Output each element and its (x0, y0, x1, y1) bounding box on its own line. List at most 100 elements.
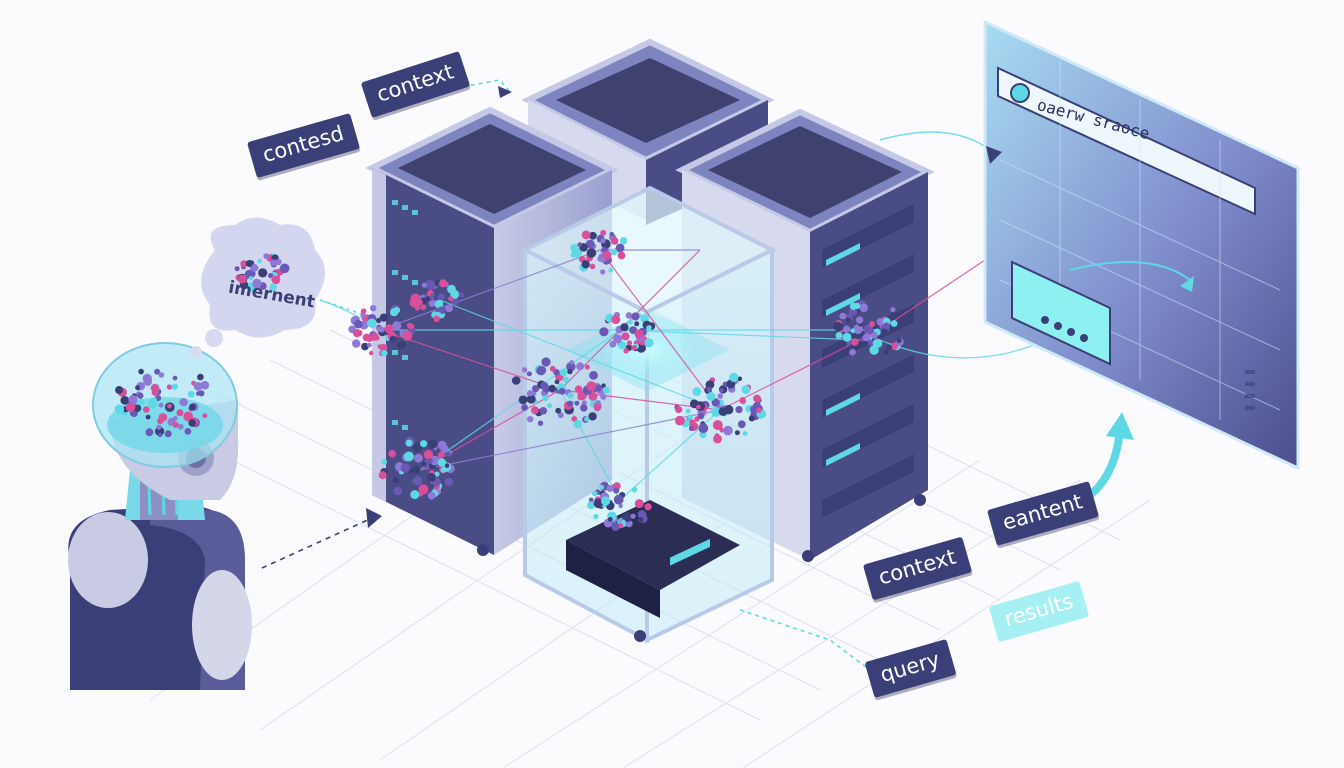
embedding-node (713, 434, 722, 444)
embedding-node (554, 379, 560, 385)
embedding-node (600, 269, 606, 275)
embedding-node (526, 390, 534, 397)
embedding-node (637, 517, 644, 523)
embedding-node (696, 404, 701, 410)
embedding-node (890, 311, 897, 319)
embedding-node (584, 364, 590, 370)
embedding-node (886, 344, 892, 351)
embedding-node (849, 302, 858, 310)
embedding-node (613, 334, 623, 344)
embedding-node (555, 407, 562, 414)
embedding-node (688, 426, 694, 431)
embedding-node (147, 398, 158, 409)
embedding-node (609, 340, 617, 348)
embedding-node (748, 415, 755, 422)
embedding-node (135, 385, 141, 391)
embedding-node (756, 407, 762, 413)
embedding-node (245, 260, 253, 267)
embedding-node (602, 386, 611, 394)
embedding-node (437, 440, 447, 450)
embedding-node (176, 409, 184, 417)
embedding-node (263, 253, 269, 259)
embedding-node (521, 404, 528, 411)
embedding-node (698, 423, 709, 434)
embedding-node (589, 231, 597, 240)
embedding-node (870, 331, 878, 339)
embedding-node (370, 305, 377, 312)
arrow-icon (1079, 412, 1134, 504)
embedding-node (675, 406, 683, 414)
embedding-node (352, 339, 361, 348)
embedding-node (610, 248, 618, 256)
embedding-node (451, 298, 459, 306)
embedding-node (584, 416, 590, 422)
embedding-cluster (234, 253, 290, 292)
embedding-node (138, 368, 144, 375)
embedding-node (187, 390, 195, 398)
embedding-node (729, 372, 739, 382)
embedding-node (133, 404, 142, 412)
embedding-node (542, 384, 551, 393)
embedding-node (413, 476, 423, 486)
embedding-node (869, 345, 879, 355)
embedding-node (876, 318, 885, 326)
embedding-node (549, 365, 556, 372)
embedding-node (542, 395, 549, 402)
vector-index-cube (520, 185, 777, 644)
embedding-node (420, 440, 428, 448)
embedding-node (687, 414, 693, 420)
embedding-node (137, 392, 144, 399)
embedding-node (428, 458, 433, 464)
embedding-node (269, 283, 278, 292)
embedding-node (247, 282, 253, 288)
embedding-node (271, 275, 281, 285)
embedding-node (611, 522, 620, 531)
embedding-node (448, 296, 454, 302)
embedding-node (621, 332, 630, 341)
embedding-node (125, 402, 136, 412)
embedding-cluster (409, 279, 464, 323)
embedding-node (114, 404, 125, 414)
embedding-node (381, 458, 388, 465)
embedding-node (587, 501, 595, 510)
embedding-node (595, 400, 601, 406)
embedding-node (846, 340, 852, 346)
embedding-node (711, 407, 721, 417)
embedding-node (618, 523, 624, 529)
embedding-node (439, 279, 448, 288)
embedding-node (157, 432, 163, 438)
embedding-node (569, 360, 574, 365)
embedding-node (734, 430, 740, 436)
embedding-node (164, 430, 172, 438)
embedding-node (618, 503, 623, 509)
embedding-node (644, 503, 652, 511)
embedding-node (626, 340, 633, 346)
embedding-node (623, 348, 629, 354)
embedding-node (381, 349, 388, 357)
arrow-icon (498, 86, 512, 98)
embedding-node (594, 384, 602, 392)
embedding-node (521, 367, 528, 373)
embedding-node (580, 404, 588, 412)
embedding-node (855, 316, 864, 324)
embedding-node (613, 487, 620, 494)
embedding-node (434, 471, 440, 477)
embedding-node (862, 333, 871, 342)
robot-figure (68, 342, 252, 690)
embedding-node (600, 229, 607, 236)
embedding-node (275, 258, 282, 266)
embedding-node (609, 231, 615, 237)
user-avatar-icon (1010, 83, 1030, 103)
embedding-node (158, 402, 164, 408)
embedding-node (413, 465, 419, 471)
embedding-node (567, 368, 573, 375)
embedding-node (437, 458, 446, 467)
embedding-node (377, 344, 383, 350)
embedding-node (402, 330, 413, 341)
embedding-node (570, 251, 577, 258)
embedding-node (150, 384, 159, 393)
embedding-node (437, 293, 445, 301)
embedding-node (360, 312, 366, 318)
embedding-node (374, 335, 380, 341)
embedding-node (270, 259, 277, 267)
